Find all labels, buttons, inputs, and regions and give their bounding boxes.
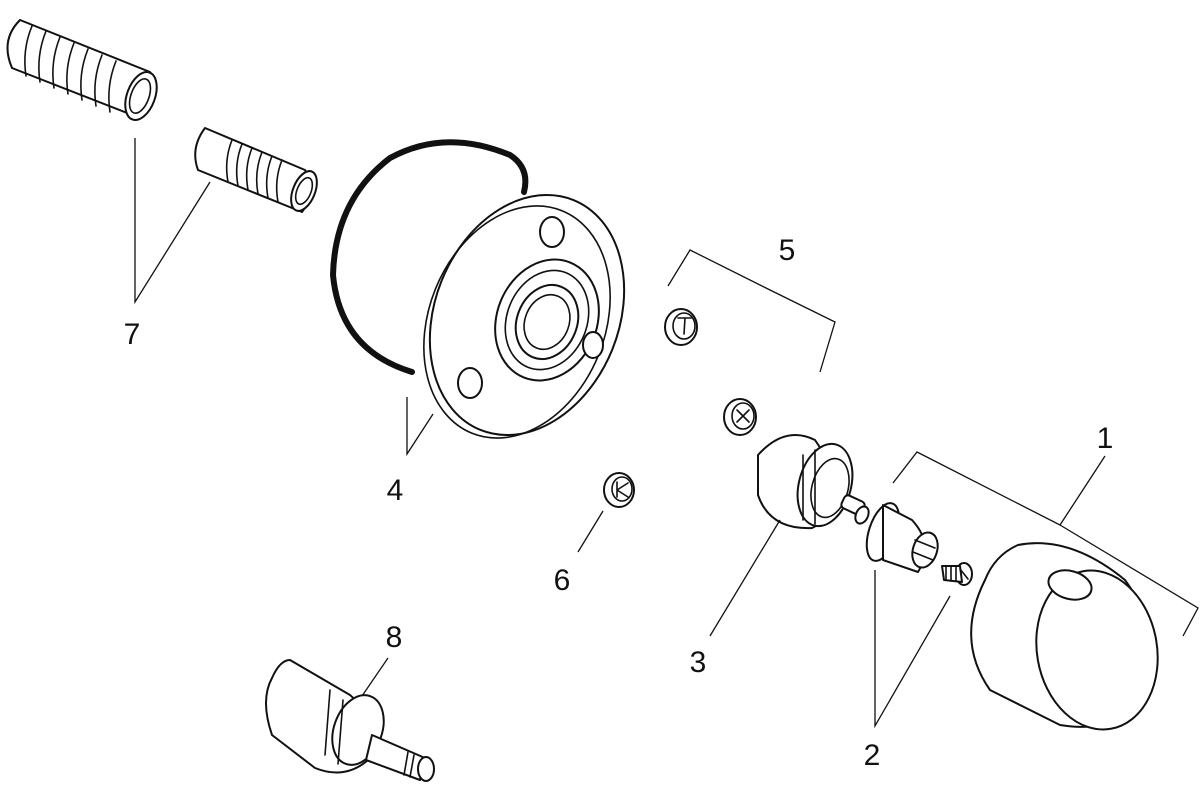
part-5-cap-lower	[723, 398, 757, 436]
callout-8: 8	[386, 621, 403, 654]
leader-lines	[134, 138, 1199, 729]
part-4-o-ring	[329, 139, 529, 375]
part-7-extension-sleeve-small	[194, 127, 318, 213]
callout-labels: 1 2 3 4 5 6 7 8	[124, 234, 1114, 772]
callout-5: 5	[779, 234, 796, 267]
callout-1: 1	[1097, 422, 1114, 455]
part-3-cartridge	[757, 434, 870, 530]
part-2-screw	[941, 562, 973, 586]
part-1-handle-knob	[970, 542, 1159, 731]
part-2-adapter	[865, 502, 939, 573]
callout-3: 3	[690, 646, 707, 679]
part-4-wall-flange	[423, 193, 626, 439]
part-8-cartridge	[265, 659, 435, 782]
callout-7: 7	[124, 318, 141, 351]
part-5-cap-upper	[664, 308, 698, 346]
part-7-extension-sleeve-large	[6, 19, 158, 121]
part-6-cap	[603, 472, 635, 508]
callout-6: 6	[554, 564, 571, 597]
callout-4: 4	[387, 474, 404, 507]
callout-2: 2	[864, 739, 881, 772]
